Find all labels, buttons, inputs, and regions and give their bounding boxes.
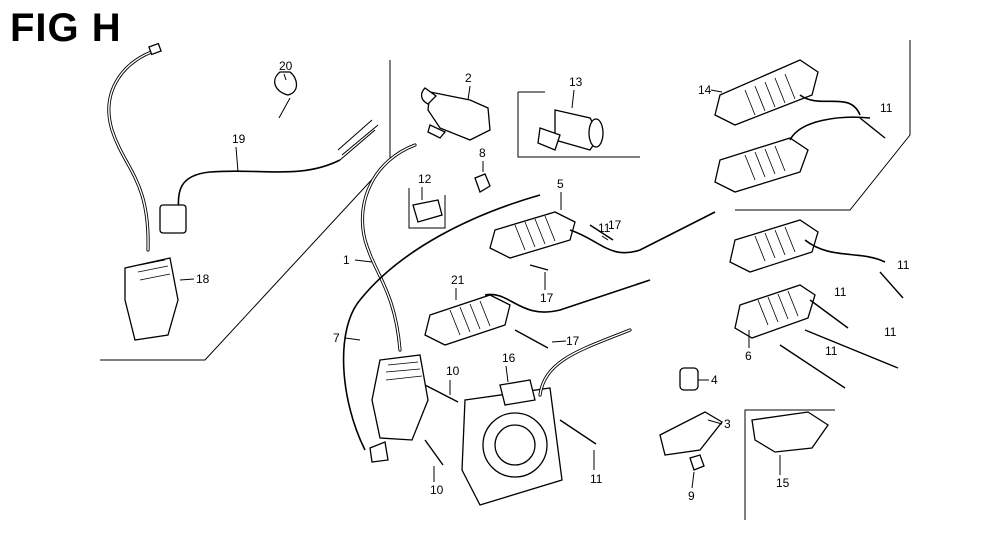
callout-20: 20 [279,59,293,73]
ignition-coil-group [342,143,541,463]
harness-group-left [107,42,379,341]
figure-title: FIG H [10,6,122,50]
callout-17b: 17 [540,291,554,305]
callout-15: 15 [776,476,790,490]
callout-4: 4 [711,373,718,387]
bolts [424,117,904,466]
callout-11g: 11 [598,221,611,235]
callout-11d: 11 [884,325,897,339]
callout-18: 18 [196,272,210,286]
callout-10a: 10 [446,364,460,378]
callout-17a: 17 [608,218,622,232]
callout-14: 14 [698,83,712,97]
callout-12: 12 [418,172,432,186]
callout-labels: 1 2 3 4 5 6 7 8 9 10 10 11 11 11 11 11 1… [196,59,910,503]
callout-6: 6 [745,349,752,363]
plug-cap [420,87,491,141]
callout-11e: 11 [825,344,838,358]
callout-5: 5 [557,177,564,191]
callout-3: 3 [724,417,731,431]
stator-16 [461,328,632,506]
coil-21 [424,279,651,346]
callout-11b: 11 [897,258,910,272]
callout-8: 8 [479,146,486,160]
callout-9: 9 [688,489,695,503]
callout-7: 7 [333,331,340,345]
callout-11c: 11 [834,285,847,299]
charge-coil-5 [489,211,716,259]
clip-8 [474,173,491,193]
coil-6 [729,219,886,339]
leader-lines [179,73,781,489]
callout-19: 19 [232,132,246,146]
callout-10b: 10 [430,483,444,497]
boot-part [537,109,604,151]
nut-9 [689,454,705,471]
callout-11a: 11 [880,101,893,115]
callout-16: 16 [502,351,516,365]
callout-2: 2 [465,71,472,85]
bracket-15 [751,411,829,453]
callout-17c: 17 [566,334,580,348]
section-dividers [100,40,911,520]
callout-13: 13 [569,75,583,89]
clip-12 [412,199,443,223]
coil-14 [714,59,871,193]
callout-1: 1 [343,253,350,267]
bracket-3 [659,411,723,456]
grommet-4 [679,367,699,391]
callout-11f: 11 [590,472,603,486]
callout-21: 21 [451,273,465,287]
